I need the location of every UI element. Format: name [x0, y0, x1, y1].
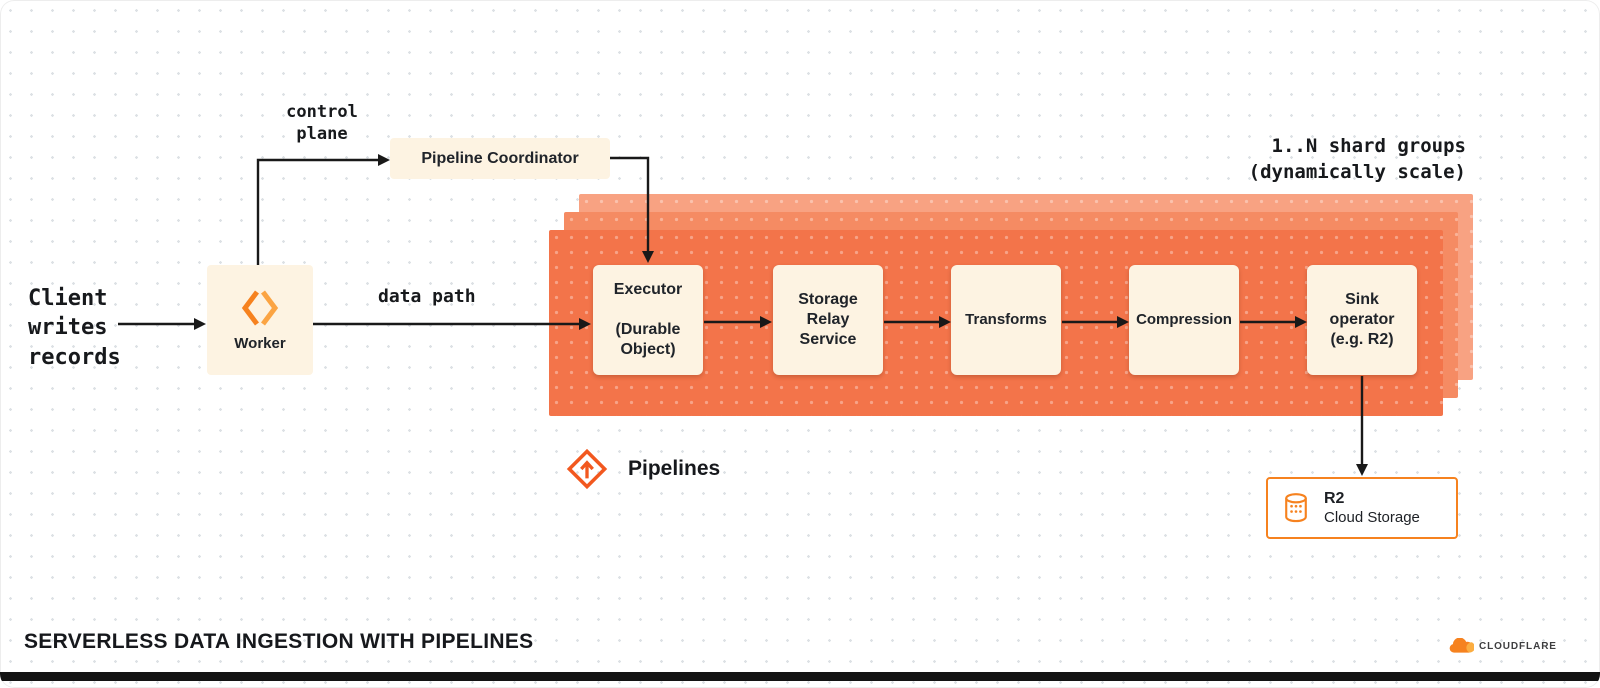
r2-storage-node: R2 Cloud Storage — [1266, 477, 1458, 539]
executor-node: Executor (Durable Object) — [593, 265, 703, 375]
cloudflare-wordmark: CLOUDFLARE — [1479, 640, 1557, 652]
storage-relay-service-label: Storage Relay Service — [798, 291, 858, 348]
r2-title: R2 — [1324, 489, 1345, 507]
arrowhead-worker-to-coordinator — [378, 154, 390, 166]
transforms-label: Transforms — [965, 310, 1047, 328]
sink-operator-node: Sink operator (e.g. R2) — [1307, 265, 1417, 375]
r2-text: R2 Cloud Storage — [1324, 489, 1420, 528]
worker-node: Worker — [207, 265, 313, 375]
arrow-worker-to-coordinator — [256, 158, 378, 266]
client-writes-records-label: Client writes records — [28, 286, 121, 370]
pipeline-coordinator-node: Pipeline Coordinator — [390, 138, 610, 179]
data-path-label: data path — [378, 286, 476, 307]
transforms-node: Transforms — [951, 265, 1061, 375]
arrowhead-client-to-worker — [194, 318, 206, 330]
workers-icon — [241, 290, 279, 326]
pipelines-wordmark: Pipelines — [628, 457, 721, 480]
sink-operator-label: Sink operator (e.g. R2) — [1329, 291, 1395, 348]
bottom-edge-bar — [0, 672, 1600, 681]
pipelines-brand: Pipelines — [562, 444, 720, 494]
r2-subtitle: Cloud Storage — [1324, 508, 1420, 526]
r2-database-icon — [1285, 493, 1307, 523]
worker-label: Worker — [234, 335, 286, 352]
pipeline-coordinator-label: Pipeline Coordinator — [421, 149, 579, 167]
compression-label: Compression — [1136, 310, 1232, 328]
storage-relay-service-node: Storage Relay Service — [773, 265, 883, 375]
diagram-title: SERVERLESS DATA INGESTION WITH PIPELINES — [24, 630, 534, 653]
compression-node: Compression — [1129, 265, 1239, 375]
cloudflare-logo: CLOUDFLARE — [1447, 638, 1557, 654]
control-plane-label: control plane — [286, 102, 358, 145]
executor-label: Executor (Durable Object) — [613, 281, 683, 358]
shard-groups-label: 1..N shard groups (dynamically scale) — [1248, 135, 1466, 183]
arrowhead-sink-to-r2 — [1356, 464, 1368, 476]
pipelines-icon — [566, 448, 608, 490]
cloudflare-cloud-icon — [1449, 638, 1474, 653]
